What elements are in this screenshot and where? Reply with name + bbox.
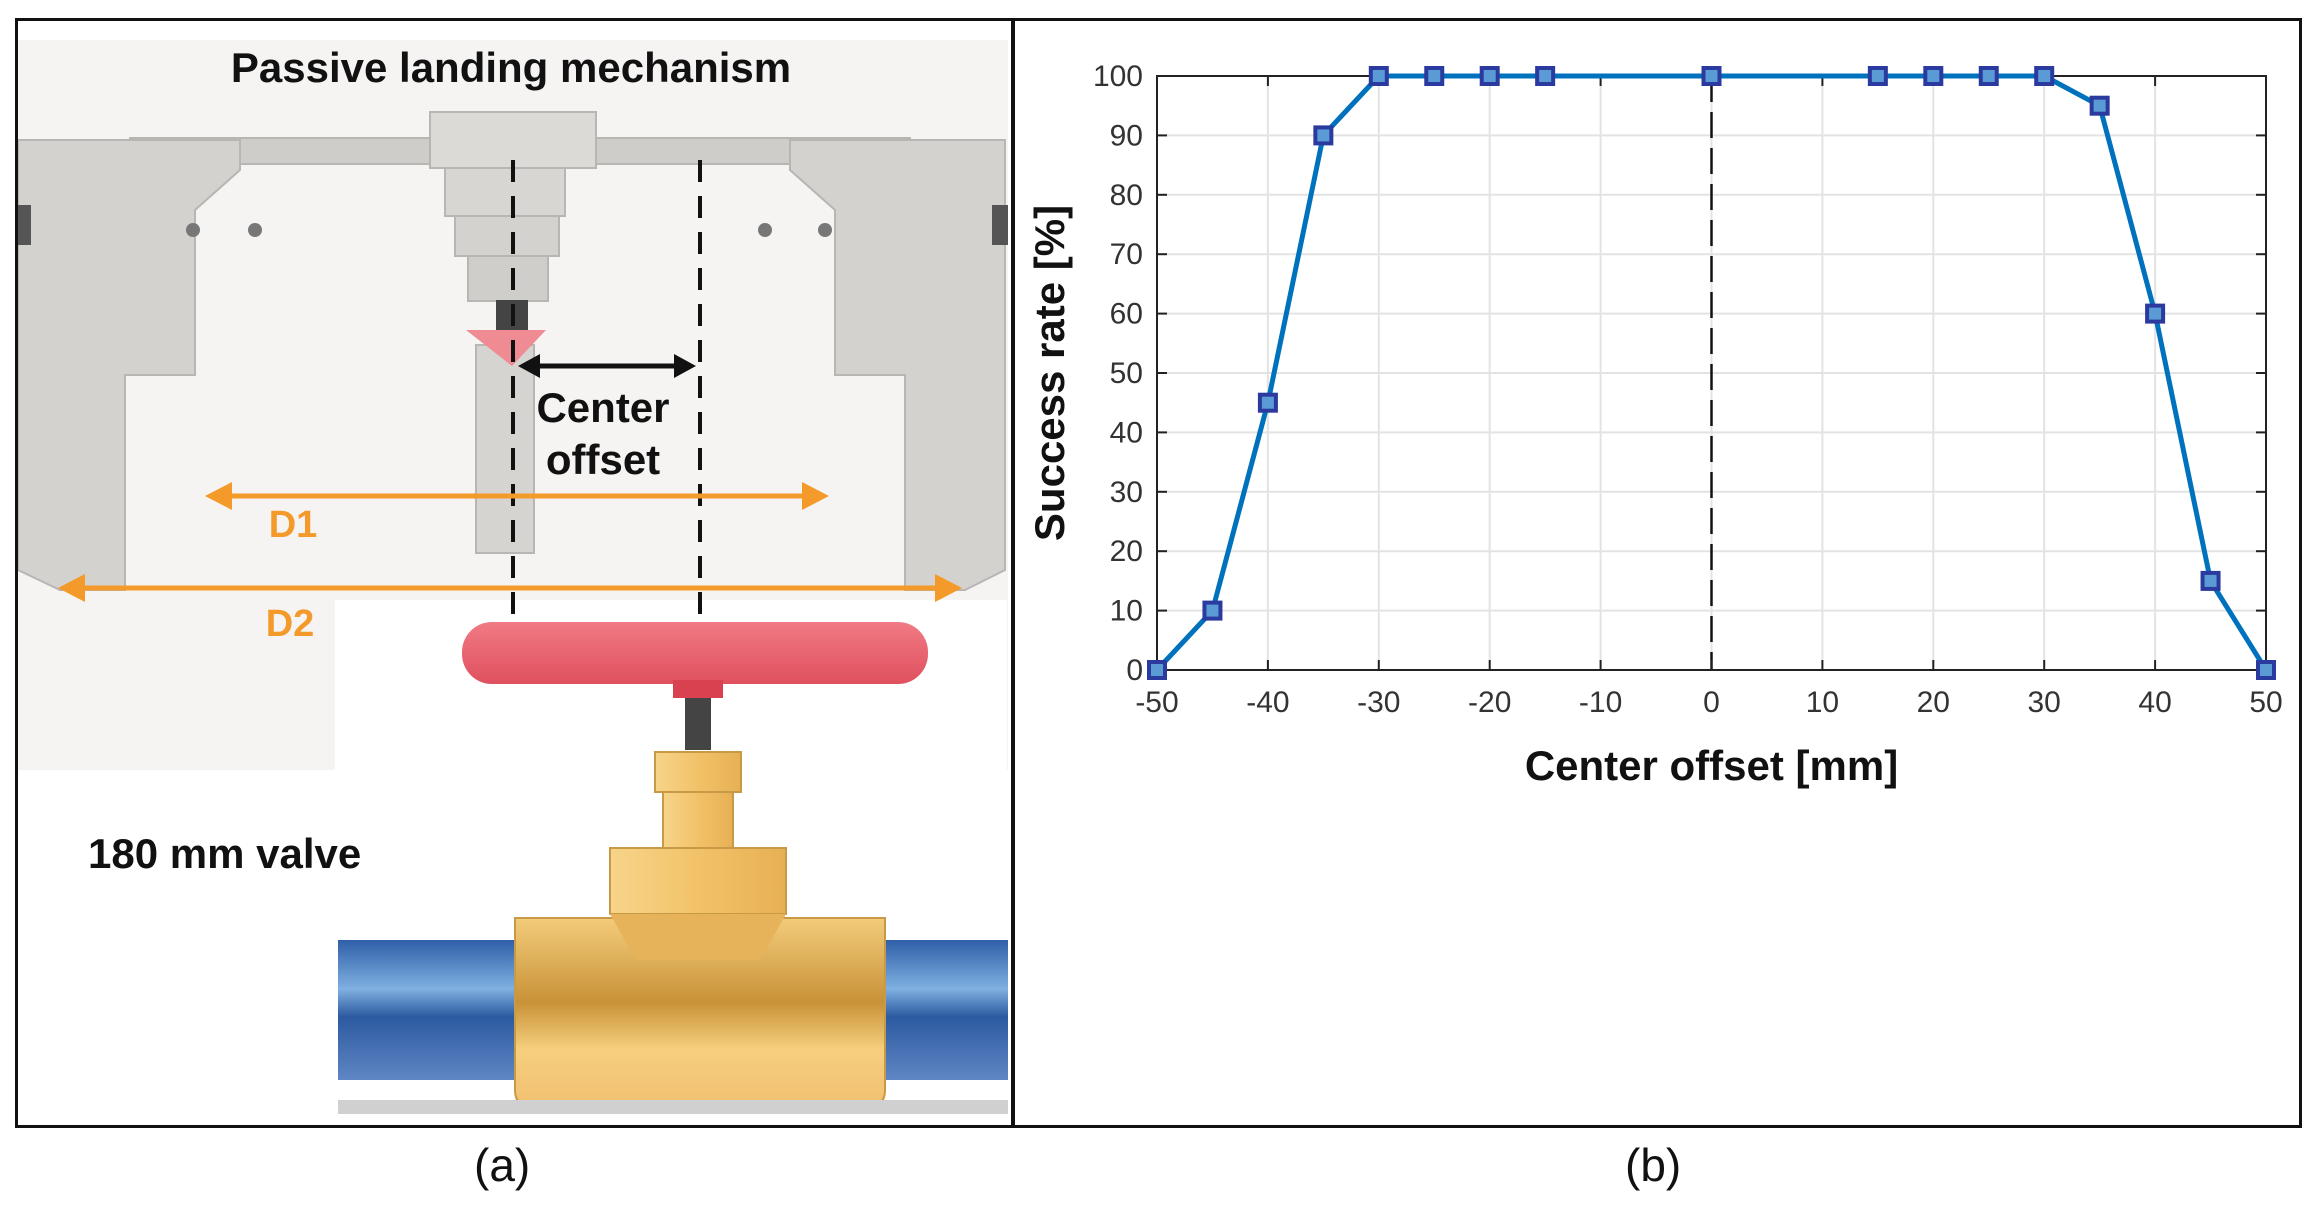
y-tick-label: 10: [1110, 595, 1143, 628]
chart-series: [1147, 66, 2276, 680]
x-tick-label: 10: [1806, 686, 1839, 719]
y-tick-label: 90: [1110, 119, 1143, 152]
data-point: [1923, 66, 1944, 86]
x-tick-label: 0: [1703, 686, 1720, 719]
chart-x-axis-label: Center offset [mm]: [1525, 742, 1898, 789]
data-point: [1313, 125, 1334, 146]
panel-a-frame: [15, 18, 1014, 1128]
y-tick-label: 70: [1110, 238, 1143, 271]
data-point: [1257, 392, 1278, 413]
panel-a-caption: (a): [474, 1139, 531, 1191]
x-tick-label: 50: [2249, 686, 2282, 719]
y-tick-label: 80: [1110, 179, 1143, 212]
x-tick-label: 20: [1917, 686, 1950, 719]
gripper-side-tab-left: [15, 205, 31, 245]
y-tick-label: 40: [1110, 416, 1143, 449]
data-point: [2256, 660, 2276, 680]
d2-arrow: [58, 574, 962, 602]
data-point: [1202, 600, 1223, 621]
gripper-frame: [17, 111, 1006, 591]
panel-b-caption: (b): [1625, 1139, 1682, 1191]
data-point: [2200, 570, 2221, 591]
y-tick-label: 0: [1126, 654, 1143, 687]
d1-arrow: [205, 482, 829, 510]
valve-body-neck: [610, 914, 786, 960]
x-tick-label: -50: [1135, 686, 1178, 719]
y-tick-label: 100: [1093, 60, 1143, 93]
data-point: [1978, 66, 1999, 86]
center-offset-label-line2: offset: [546, 436, 660, 483]
panel-b-frame: [1012, 18, 2302, 1128]
data-point: [2089, 95, 2110, 116]
data-point: [2145, 303, 2166, 324]
data-point: [1479, 66, 1500, 86]
x-tick-label: -10: [1579, 686, 1622, 719]
data-point: [1424, 66, 1445, 86]
ground-shadow: [338, 1100, 1008, 1114]
panel-a-illustration: Center offset D1 D2: [15, 40, 1008, 1120]
y-tick-label: 20: [1110, 535, 1143, 568]
data-point: [1701, 66, 1722, 86]
data-point: [2034, 66, 2055, 86]
panel-a-title: Passive landing mechanism: [231, 44, 791, 91]
chart-y-axis-label: Success rate [%]: [1026, 205, 1073, 541]
y-tick-label: 60: [1110, 298, 1143, 331]
x-tick-label: 30: [2028, 686, 2061, 719]
x-tick-label: -20: [1468, 686, 1511, 719]
data-point: [1535, 66, 1556, 86]
valve-handwheel: [462, 622, 928, 684]
valve-stem-cap: [673, 680, 723, 698]
screw-heads: [186, 223, 832, 237]
valve-stem: [685, 698, 711, 750]
center-offset-arrow: [518, 354, 696, 378]
chart-tick-labels: -50 -40 -30 -20 -10 0 10 20 30 40 50 0 10 20 30 40 50 60 7…: [1093, 60, 2283, 719]
valve-bonnet: [609, 751, 787, 915]
x-tick-label: -30: [1357, 686, 1400, 719]
data-point: [1867, 66, 1888, 86]
gripper-side-tab-right: [992, 205, 1008, 245]
probe-cone: [466, 330, 546, 366]
data-point: [1147, 660, 1167, 680]
y-tick-label: 50: [1110, 357, 1143, 390]
d1-label: D1: [269, 504, 318, 546]
data-point: [1368, 66, 1389, 86]
y-tick-label: 30: [1110, 476, 1143, 509]
success-rate-chart: -50 -40 -30 -20 -10 0 10 20 30 40 50 0 10 20 30 40 50 60 7…: [1026, 60, 2283, 789]
x-tick-label: 40: [2138, 686, 2171, 719]
d2-label: D2: [266, 603, 315, 645]
center-offset-label-line1: Center: [536, 384, 669, 431]
valve-size-label: 180 mm valve: [88, 830, 361, 877]
x-tick-label: -40: [1246, 686, 1289, 719]
